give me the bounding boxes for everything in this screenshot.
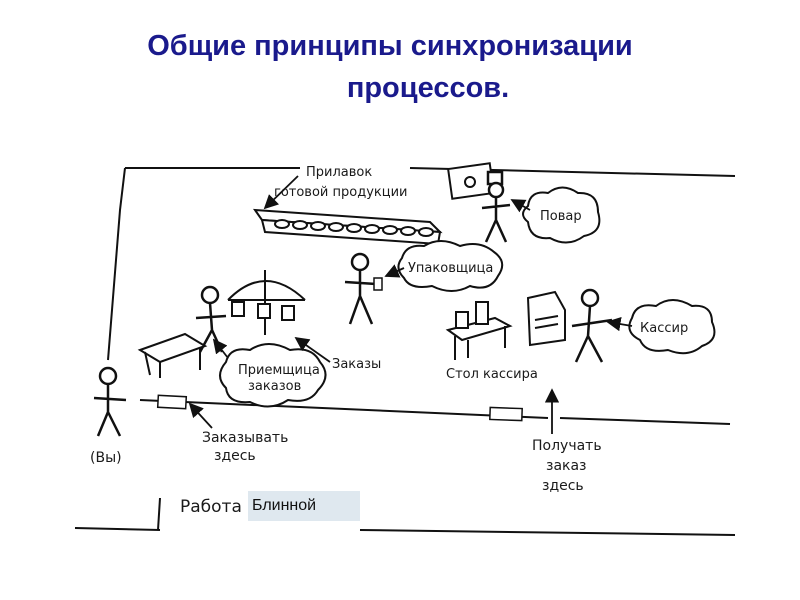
pancake bbox=[293, 221, 307, 229]
pancake bbox=[401, 227, 415, 235]
pancake bbox=[365, 225, 379, 233]
order-here-line-1: Заказывать bbox=[202, 430, 288, 446]
order-window bbox=[158, 395, 187, 408]
receive-here-line-2: заказ bbox=[546, 458, 587, 474]
pancake bbox=[347, 224, 361, 232]
packer-label: Упаковщица bbox=[408, 261, 493, 276]
cash-register bbox=[528, 292, 565, 345]
customer-figure bbox=[94, 368, 126, 436]
pancake bbox=[275, 220, 289, 228]
work-word: Работа bbox=[180, 497, 242, 517]
pancake bbox=[311, 222, 325, 230]
pancake bbox=[383, 226, 397, 234]
caption-overlay: Блинной bbox=[248, 491, 360, 521]
finished-products-counter bbox=[255, 210, 440, 244]
receive-here-line-3: здесь bbox=[542, 478, 584, 494]
receiver-label-line-1: Приемщица bbox=[238, 363, 320, 378]
order-carousel bbox=[228, 270, 305, 335]
packer-figure bbox=[345, 254, 382, 324]
pancake bbox=[419, 228, 433, 236]
pancake bbox=[329, 223, 343, 231]
receiver-label-line-2: заказов bbox=[248, 379, 301, 394]
cashier-label: Кассир bbox=[640, 321, 688, 336]
counter-label-line-2: готовой продукции bbox=[274, 185, 408, 200]
order-table bbox=[140, 334, 205, 378]
cashier-table-label: Стол кассира bbox=[446, 367, 538, 382]
cashier-figure bbox=[572, 290, 612, 362]
receive-here-line-1: Получать bbox=[532, 438, 602, 454]
pickup-window bbox=[490, 407, 522, 420]
orders-label: Заказы bbox=[332, 357, 381, 372]
order-here-line-2: здесь bbox=[214, 448, 256, 464]
counter-label-line-1: Прилавок bbox=[306, 165, 372, 180]
you-label: (Вы) bbox=[90, 450, 122, 466]
cashier-table-drawing bbox=[448, 302, 510, 360]
cook-label: Повар bbox=[540, 209, 582, 224]
